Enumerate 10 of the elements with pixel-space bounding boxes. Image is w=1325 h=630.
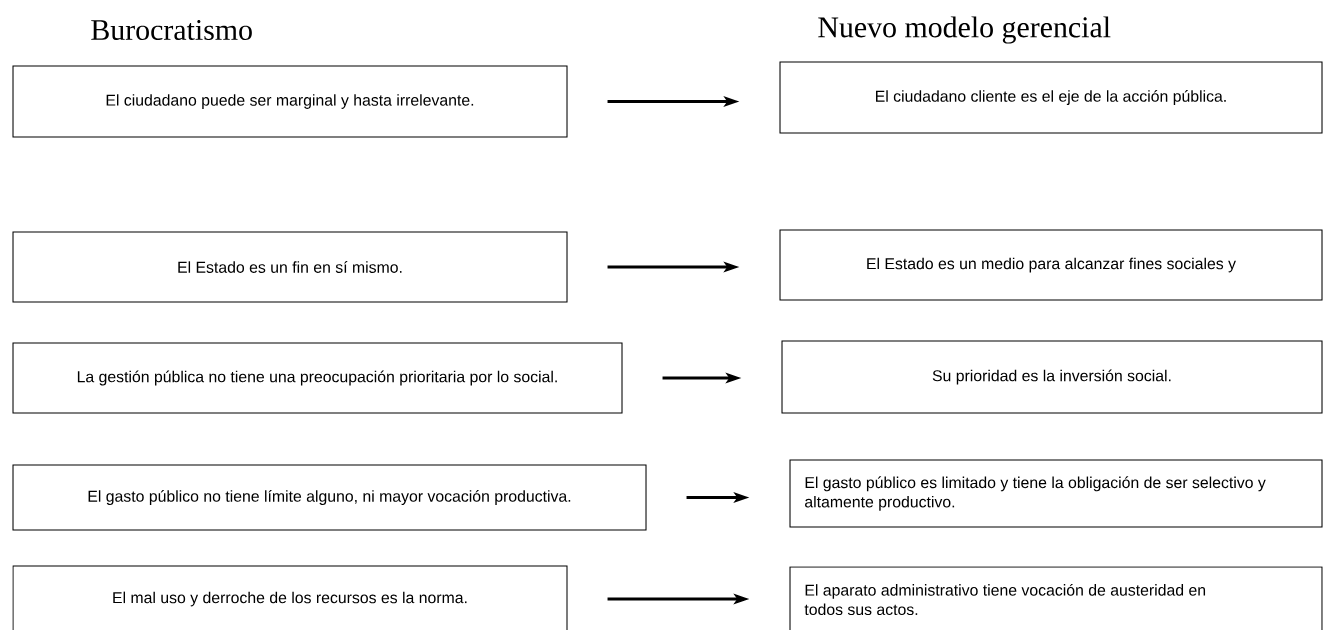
text-box: El gasto público no tiene límite alguno, ni mayor vocación productiva. bbox=[12, 464, 647, 531]
text-box: El Estado es un medio para alcanzar fines sociales y bbox=[779, 229, 1323, 301]
text-box: Su prioridad es la inversión social. bbox=[781, 340, 1323, 414]
text-box: El aparato administrativo tiene vocación de austeridad en todos sus actos. bbox=[789, 566, 1323, 630]
text-box: El mal uso y derroche de los recursos es la norma. bbox=[12, 565, 568, 630]
text-box: La gestión pública no tiene una preocupación prioritaria por lo social. bbox=[12, 342, 623, 414]
text-box: El ciudadano puede ser marginal y hasta irrelevante. bbox=[12, 65, 568, 138]
text-box: El ciudadano cliente es el eje de la acción pública. bbox=[779, 61, 1323, 134]
text-box: El gasto público es limitado y tiene la obligación de ser selectivo y altamente productivo. bbox=[789, 459, 1323, 528]
text-box: El Estado es un fin en sí mismo. bbox=[12, 231, 568, 303]
